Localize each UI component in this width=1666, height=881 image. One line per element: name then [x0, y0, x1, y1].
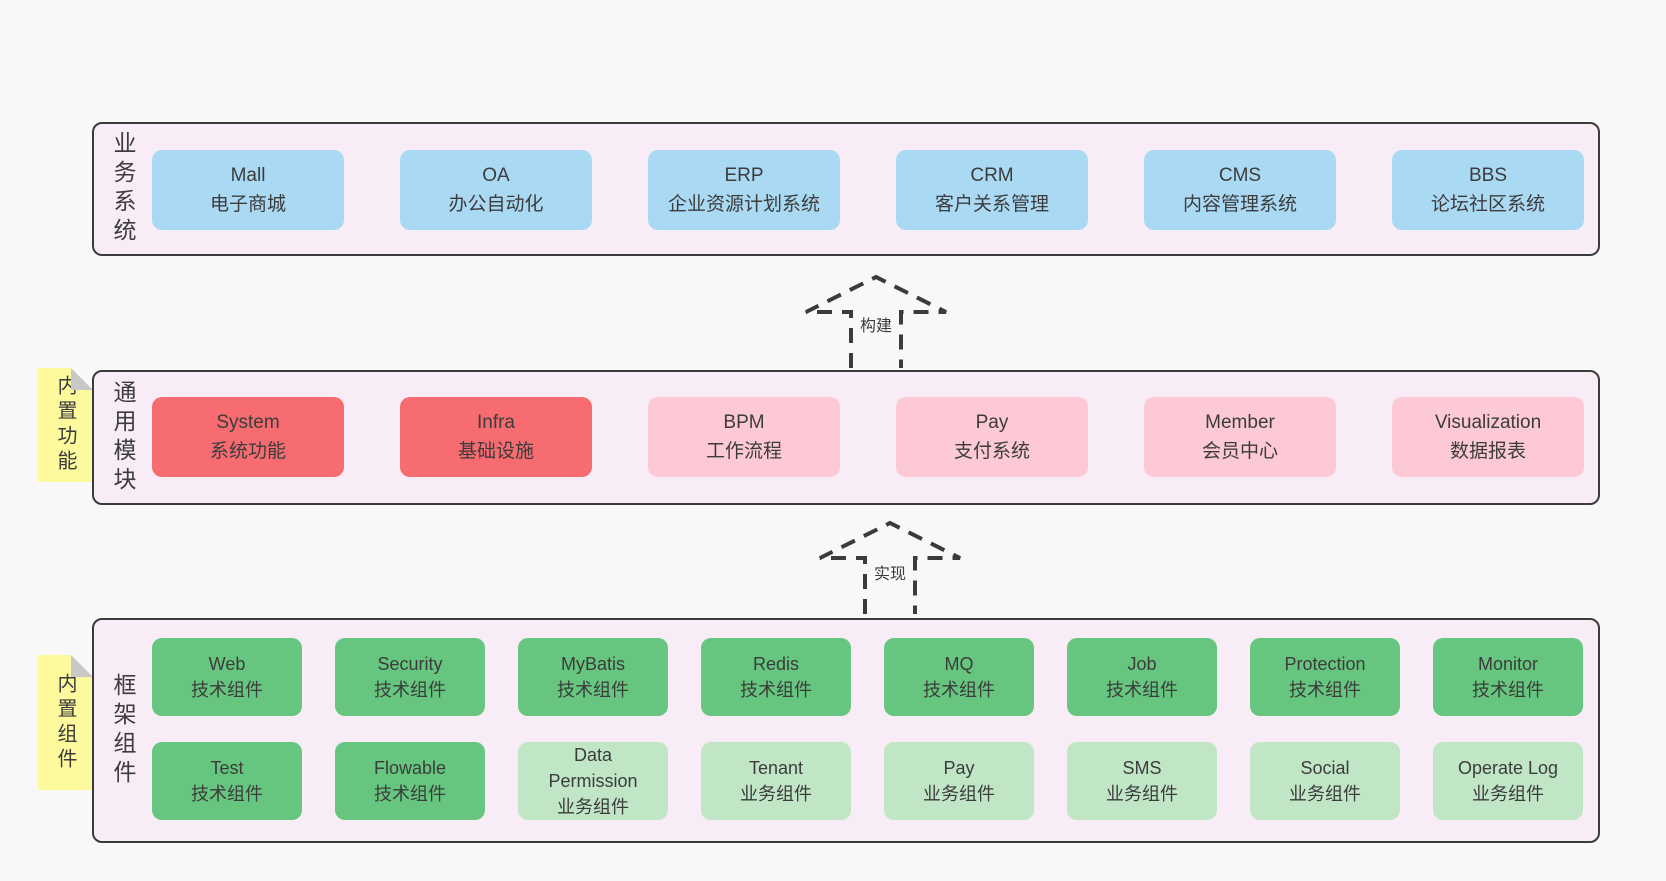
panel-title-framework-components: 框架组件	[110, 672, 136, 789]
framework-components-row-2: Test 技术组件 Flowable 技术组件 Data Permission …	[152, 742, 1583, 820]
box-flowable: Flowable 技术组件	[335, 742, 485, 820]
arrow-up-implement-icon	[819, 520, 961, 614]
sticky-note-builtin-components: 内置组件	[38, 655, 93, 790]
sticky-fold-icon	[71, 655, 93, 677]
box-mq: MQ 技术组件	[884, 638, 1034, 716]
arrow-up-build-icon	[805, 274, 947, 368]
box-security: Security 技术组件	[335, 638, 485, 716]
box-pay-module: Pay 支付系统	[896, 397, 1088, 477]
panel-title-business-systems: 业务系统	[110, 131, 136, 247]
arrow-implement-label: 实现	[870, 560, 910, 584]
box-data-permission: Data Permission 业务组件	[518, 742, 668, 820]
panel-framework-components: 框架组件 Web 技术组件 Security 技术组件 MyBatis 技术组件…	[92, 618, 1600, 843]
panel-title-common-modules: 通用模块	[110, 379, 136, 496]
sticky-note-builtin-features: 内置功能	[38, 368, 93, 482]
box-pay-component: Pay 业务组件	[884, 742, 1034, 820]
business-systems-row: Mall 电子商城 OA 办公自动化 ERP 企业资源计划系统 CRM 客户关系…	[152, 150, 1584, 230]
sticky-fold-icon	[71, 368, 93, 390]
common-modules-row: System 系统功能 Infra 基础设施 BPM 工作流程 Pay 支付系统…	[152, 397, 1584, 477]
box-operate-log: Operate Log 业务组件	[1433, 742, 1583, 820]
panel-common-modules: 通用模块 System 系统功能 Infra 基础设施 BPM 工作流程 Pay…	[92, 370, 1600, 505]
box-social: Social 业务组件	[1250, 742, 1400, 820]
sticky-label-builtin-features: 内置功能	[54, 375, 76, 475]
box-protection: Protection 技术组件	[1250, 638, 1400, 716]
arrow-build-label: 构建	[856, 312, 896, 336]
box-redis: Redis 技术组件	[701, 638, 851, 716]
box-sms: SMS 业务组件	[1067, 742, 1217, 820]
box-bpm: BPM 工作流程	[648, 397, 840, 477]
box-system: System 系统功能	[152, 397, 344, 477]
box-mybatis: MyBatis 技术组件	[518, 638, 668, 716]
framework-components-row-1: Web 技术组件 Security 技术组件 MyBatis 技术组件 Redi…	[152, 638, 1583, 716]
sticky-label-builtin-components: 内置组件	[54, 672, 76, 773]
panel-business-systems: 业务系统 Mall 电子商城 OA 办公自动化 ERP 企业资源计划系统 CRM…	[92, 122, 1600, 256]
box-cms: CMS 内容管理系统	[1144, 150, 1336, 230]
box-visualization: Visualization 数据报表	[1392, 397, 1584, 477]
box-infra: Infra 基础设施	[400, 397, 592, 477]
box-crm: CRM 客户关系管理	[896, 150, 1088, 230]
box-mall: Mall 电子商城	[152, 150, 344, 230]
box-oa: OA 办公自动化	[400, 150, 592, 230]
box-web: Web 技术组件	[152, 638, 302, 716]
box-erp: ERP 企业资源计划系统	[648, 150, 840, 230]
box-job: Job 技术组件	[1067, 638, 1217, 716]
box-test: Test 技术组件	[152, 742, 302, 820]
box-member: Member 会员中心	[1144, 397, 1336, 477]
box-bbs: BBS 论坛社区系统	[1392, 150, 1584, 230]
box-tenant: Tenant 业务组件	[701, 742, 851, 820]
box-monitor: Monitor 技术组件	[1433, 638, 1583, 716]
